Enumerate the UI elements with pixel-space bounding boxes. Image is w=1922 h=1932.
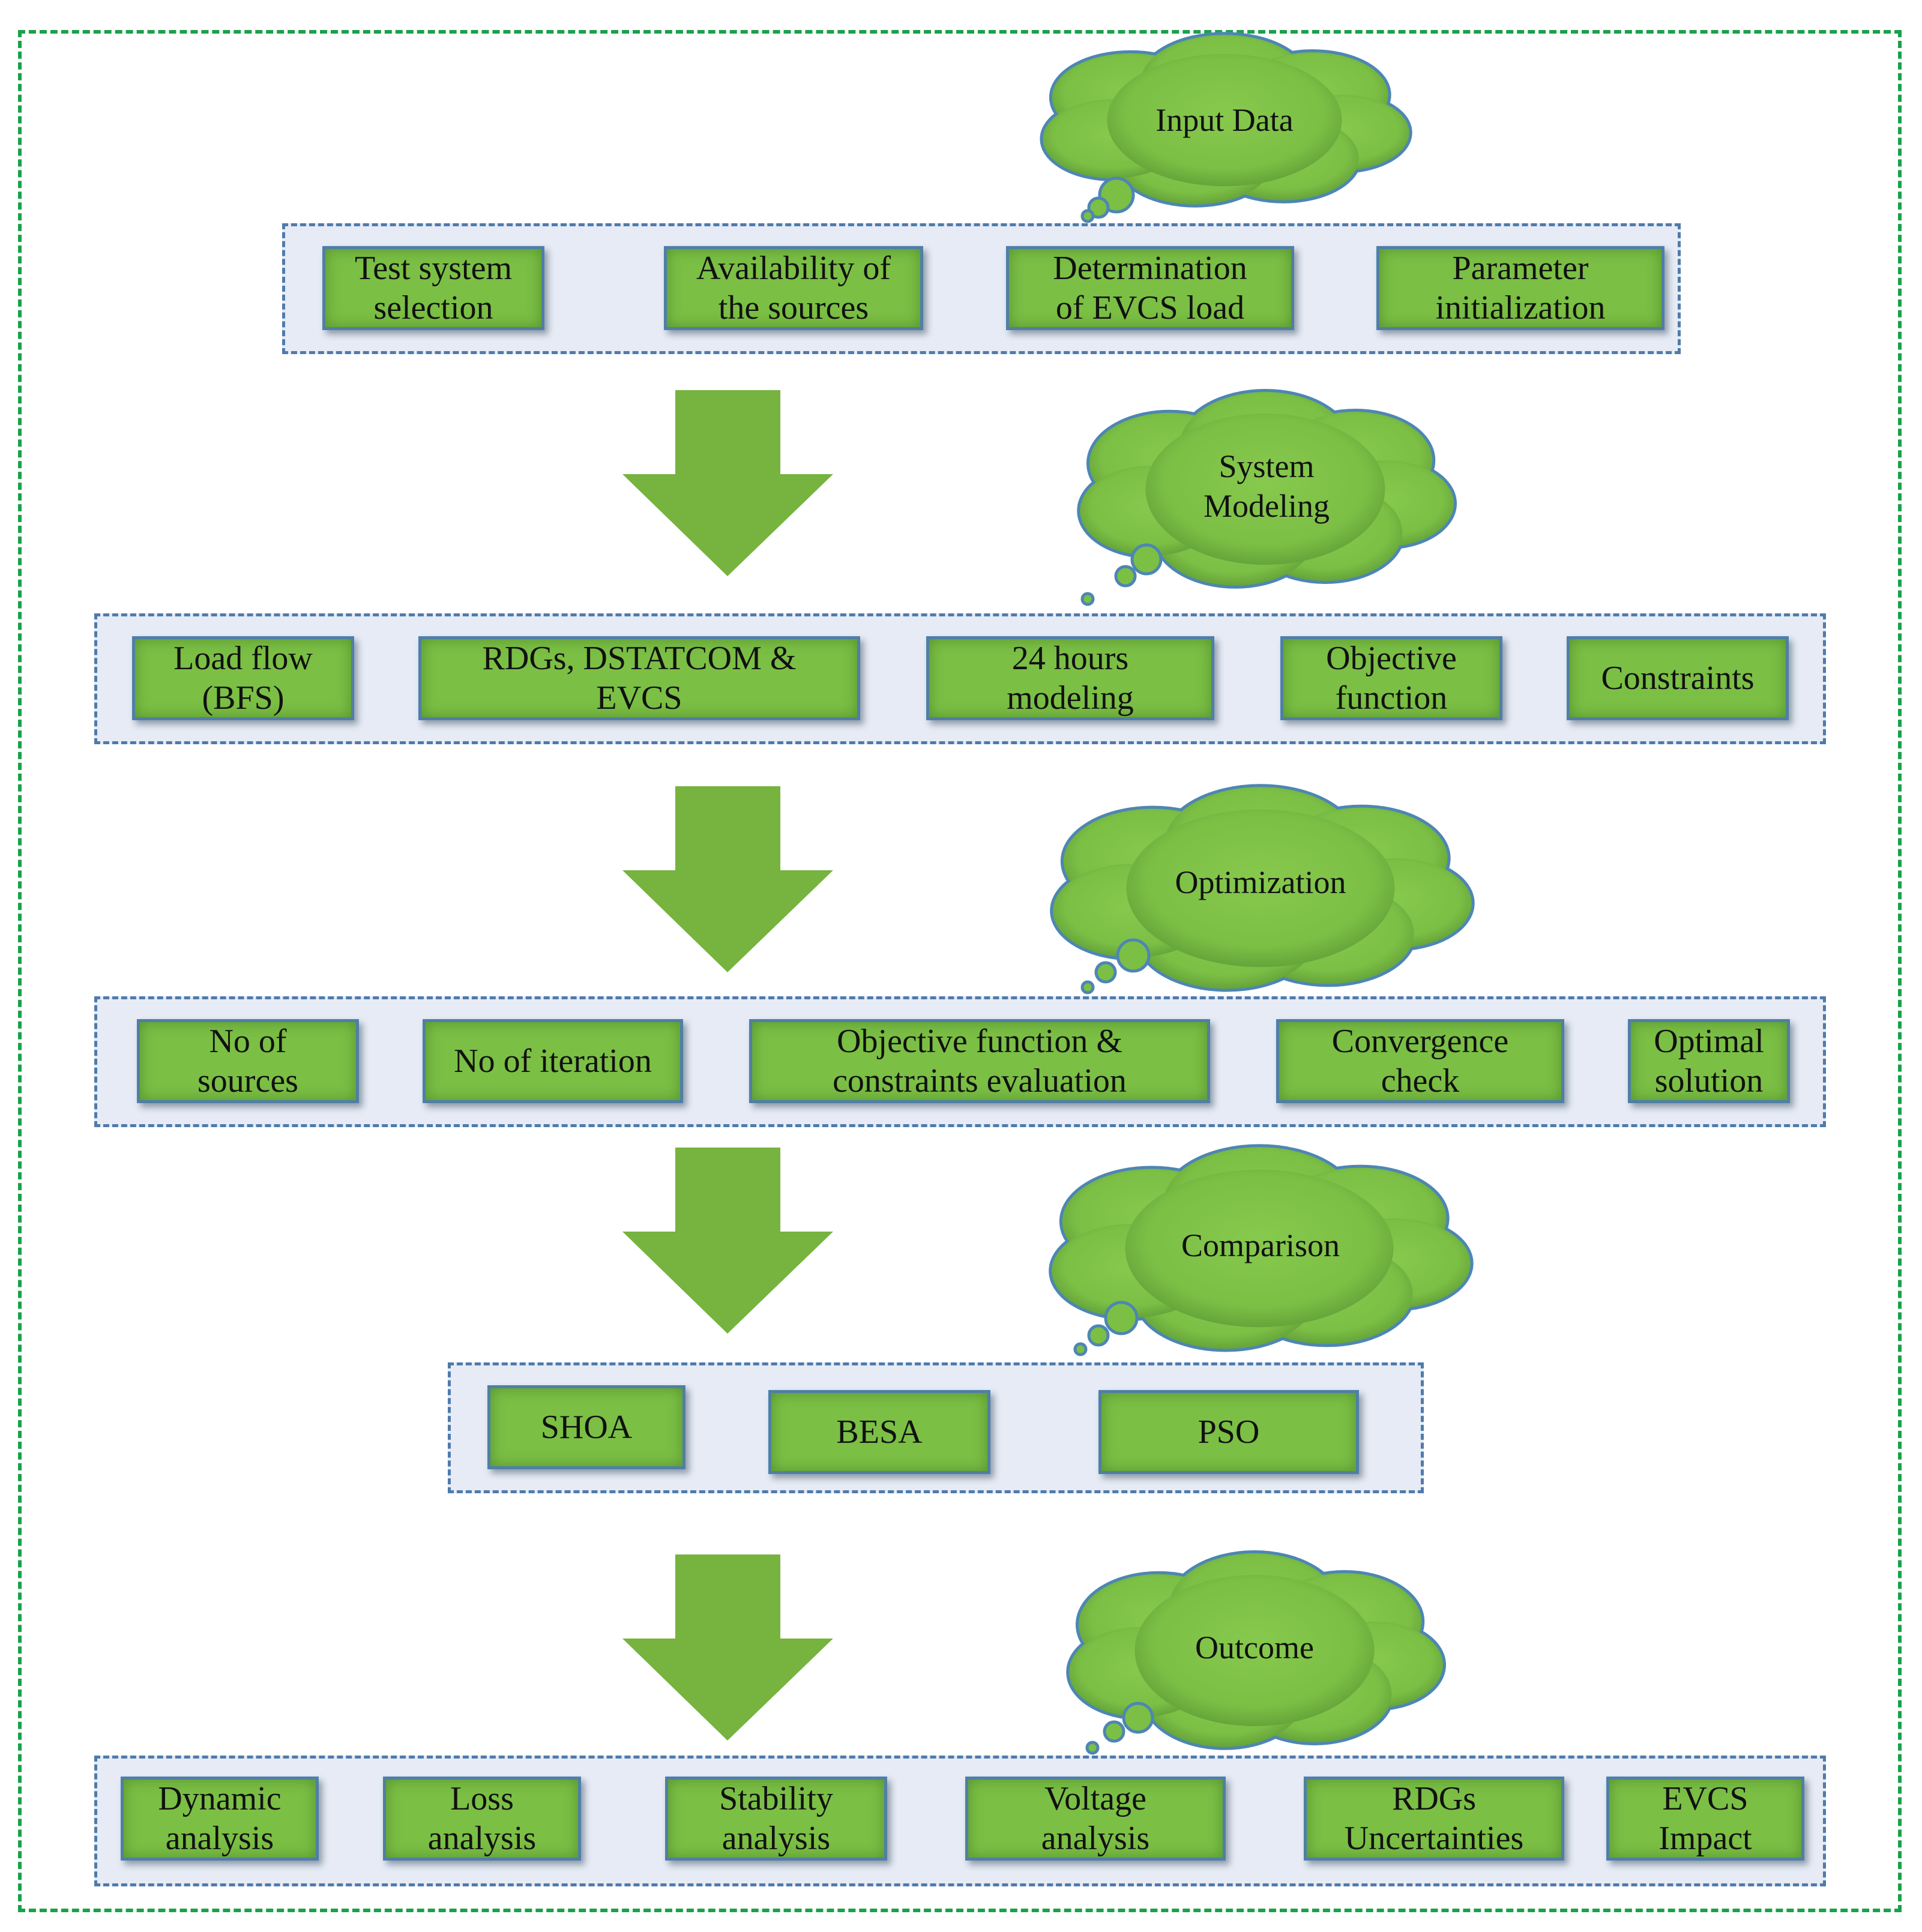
arrow-down-4 [622, 1554, 833, 1741]
step-pso: PSO [1098, 1390, 1359, 1474]
cloud-input-data-bubble-3 [1080, 209, 1095, 223]
step-availability-of-sources: Availability of the sources [664, 246, 923, 330]
cloud-system-modeling [1077, 389, 1457, 606]
step-besa: BESA [768, 1390, 990, 1474]
step-determination-evcs-load: Determination of EVCS load [1006, 246, 1294, 330]
step-dynamic-analysis: Dynamic analysis [121, 1777, 319, 1861]
cloud-optimization-bubble-1 [1116, 938, 1151, 973]
step-rdgs-dstatcom-evcs: RDGs, DSTATCOM & EVCS [418, 636, 860, 720]
cloud-label-input-data: Input Data [1155, 102, 1294, 138]
cloud-label-optimization: Optimization [1175, 864, 1346, 900]
step-no-of-sources: No of sources [137, 1019, 359, 1103]
outer-frame [18, 30, 1902, 1912]
cloud-comparison [1049, 1144, 1474, 1356]
cloud-outcome-bubble-1 [1122, 1702, 1154, 1734]
step-no-of-iteration: No of iteration [423, 1019, 683, 1103]
cloud-system-modeling-bubble-1 [1130, 543, 1163, 576]
cloud-outcome [1066, 1550, 1446, 1755]
step-constraints: Constraints [1567, 636, 1789, 720]
cloud-optimization-bubble-2 [1094, 961, 1117, 984]
step-objective-constraints-evaluation: Objective function & constraints evaluat… [749, 1019, 1210, 1103]
cloud-optimization-bubble-3 [1080, 980, 1095, 995]
cloud-outcome-bubble-2 [1103, 1720, 1125, 1743]
step-stability-analysis: Stability analysis [665, 1777, 887, 1861]
step-optimal-solution: Optimal solution [1628, 1019, 1790, 1103]
step-loss-analysis: Loss analysis [383, 1777, 581, 1861]
cloud-label-comparison: Comparison [1181, 1227, 1340, 1263]
step-test-system-selection: Test system selection [322, 246, 544, 330]
step-objective-function: Objective function [1280, 636, 1502, 720]
cloud-comparison-bubble-2 [1087, 1324, 1110, 1347]
step-convergence-check: Convergence check [1276, 1019, 1564, 1103]
step-voltage-analysis: Voltage analysis [965, 1777, 1226, 1861]
arrow-down-2 [622, 786, 833, 972]
step-24-hours-modeling: 24 hours modeling [926, 636, 1214, 720]
step-parameter-initialization: Parameter initialization [1376, 246, 1664, 330]
cloud-outcome-bubble-3 [1085, 1741, 1100, 1755]
step-evcs-impact: EVCS Impact [1606, 1777, 1804, 1861]
step-load-flow-bfs: Load flow (BFS) [132, 636, 354, 720]
step-rdgs-uncertainties: RDGs Uncertainties [1304, 1777, 1564, 1861]
cloud-label-system-modeling: System Modeling [1204, 448, 1330, 524]
arrow-down-3 [622, 1148, 833, 1334]
cloud-system-modeling-bubble-3 [1080, 592, 1095, 606]
arrow-down-1 [622, 390, 833, 576]
cloud-label-outcome: Outcome [1195, 1630, 1314, 1666]
cloud-input-data-bubble-2 [1087, 196, 1110, 219]
cloud-comparison-bubble-1 [1104, 1301, 1139, 1335]
cloud-optimization [1050, 784, 1475, 995]
step-shoa: SHOA [487, 1385, 685, 1469]
cloud-comparison-bubble-3 [1073, 1342, 1088, 1356]
cloud-system-modeling-bubble-2 [1114, 565, 1137, 588]
cloud-input-data [1040, 32, 1412, 223]
